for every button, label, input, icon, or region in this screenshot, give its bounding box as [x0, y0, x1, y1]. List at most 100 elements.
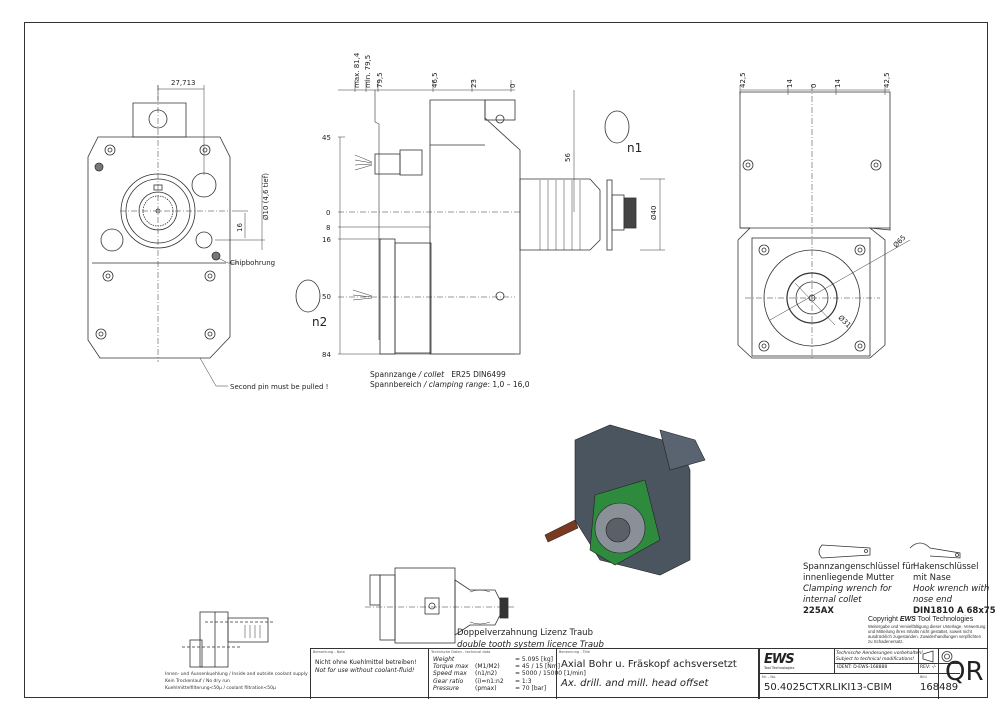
front-view-body: [87, 136, 231, 359]
dim-16-left: 16: [322, 236, 331, 244]
dim-23: 23: [470, 79, 478, 88]
dim-56: 56: [564, 153, 572, 162]
side-view-spindle: [519, 178, 601, 251]
dim-min-79-5: min. 79,5: [364, 55, 372, 88]
wrench-hook: Hakenschlüssel mit Nase Hook wrench with…: [913, 562, 996, 617]
dim-50: 50: [322, 293, 331, 301]
tech-data-table: Weight= 5.095 [kg] Torque max (M1/M2) = 45…: [433, 656, 586, 692]
side-view-body: [429, 99, 521, 355]
coolant-notes: Innen- und Aussenkuehlung / Inside and o…: [165, 671, 308, 692]
copyright-prefix: Copyright: [868, 616, 900, 623]
collet-de: Spannzange: [370, 370, 417, 379]
wrench-hook-en2: nose end: [913, 595, 952, 605]
tech-value: = 70 [bar]: [515, 684, 547, 692]
clamping-wrench-icon: [818, 544, 871, 559]
dim-0-right: 0: [810, 84, 818, 88]
dim-46-5: 46,5: [431, 72, 439, 88]
ews-logo-sub: Tool Technologies: [764, 666, 795, 670]
note-filtration: Kuehlmittelfilterung<50µ / coolant filtr…: [165, 686, 276, 691]
tech-unit: (pmax): [475, 684, 497, 692]
ews-logo: EWS: [764, 652, 795, 667]
part-number: 50.4025CTXRLIKI13-CBIM: [764, 682, 893, 693]
dim-79-5: 79,5: [376, 72, 384, 88]
dim-42-5-left: 42,5: [739, 72, 747, 88]
remark-de: Nicht ohne Kuehlmittel betreiben!: [315, 659, 417, 666]
tech-row: Speed max(n1/n2)= 5000 / 15000 [1/min]: [433, 670, 586, 677]
dim-d40: Ø40: [650, 206, 658, 220]
wrench-clamping: Spannzangenschlüssel für innenliegende M…: [803, 562, 914, 617]
ident-cell: EWS Tool Technologies Technische Aenderu…: [758, 649, 960, 699]
tech-row: Torque max (M1/M2) = 45 / 15 [Nm]: [433, 663, 586, 670]
clamping-range-sep: /: [421, 380, 429, 389]
collet-standard: ER25 DIN6499: [451, 370, 506, 379]
dim-45: 45: [322, 134, 331, 142]
number-header: Nr. - No.: [762, 675, 777, 679]
title-cell: Benennung - Title Axial Bohr u. Fräskopf…: [556, 649, 746, 699]
dim-8: 8: [326, 224, 330, 232]
tech-data-header: Technische Daten - technical data: [431, 650, 491, 654]
tech-unit: (i)=n1:n2: [475, 677, 504, 685]
projection-symbol-icon: [922, 650, 953, 663]
traub-en: double tooth system licence Traub: [457, 640, 604, 650]
remark-cell: Bemerkung - Note Nicht ohne Kuehlmittel …: [310, 649, 420, 699]
label-n2: n2: [312, 315, 327, 329]
change-note-en: Subject to technical modifications!: [836, 656, 915, 662]
label-n1: n1: [627, 141, 642, 155]
tech-unit: (M1/M2): [475, 663, 500, 671]
hook-wrench-icon: [909, 542, 961, 559]
wrench-clamping-en2: internal collet: [803, 595, 862, 605]
dim-d65: Ø65: [892, 234, 908, 250]
drawing-title-de: Axial Bohr u. Fräskopf achsversetzt: [561, 659, 737, 670]
tech-row: Pressure (pmax) = 70 [bar]: [433, 685, 586, 692]
drawing-number: 168489: [920, 682, 959, 693]
tech-row: Gear ratio(i)=n1:n2= 1:3: [433, 678, 586, 685]
collet-en: collet: [423, 370, 445, 379]
tech-label: Pressure: [433, 684, 459, 692]
copyright-text: Weitergabe und Vervielfältigung dieser U…: [868, 624, 986, 644]
qr-cell: QR: [938, 649, 988, 699]
dim-42-5-right: 42,5: [883, 72, 891, 88]
wrench-clamping-de1: Spannzangenschlüssel für: [803, 562, 915, 572]
remark-header: Bemerkung - Note: [313, 650, 345, 654]
drawing-sheet-border: [24, 22, 988, 698]
callout-second-pin: Second pin must be pulled !: [230, 383, 328, 391]
wrench-hook-code: DIN1810 A 68x75: [913, 606, 996, 616]
change-note-de: Technische Aenderungen vorbehalten!: [836, 651, 923, 656]
dim-16: 16: [236, 223, 244, 232]
dim-0-top: 0: [509, 84, 517, 88]
tech-label: Torque max: [433, 663, 469, 671]
right-view-body: [737, 91, 891, 359]
tech-data-cell: Technische Daten - technical data Weight…: [428, 649, 586, 699]
ident-number: IDENT: D-EWS-168888: [837, 665, 888, 670]
front-view-lug: [132, 102, 187, 138]
rotation-n1-icon: [604, 110, 630, 144]
wrench-clamping-de2: innenliegende Mutter: [803, 573, 895, 583]
tech-value: = 45 / 15 [Nm]: [515, 663, 560, 671]
tech-row: Weight= 5.095 [kg]: [433, 656, 586, 663]
note-coolant-supply: Innen- und Aussenkuehlung / Inside and o…: [165, 672, 308, 677]
rotation-n2-icon: [295, 279, 321, 313]
tech-value: = 5.095 [kg]: [515, 656, 553, 663]
front-view-chip-bore: [195, 231, 213, 249]
qr-label: QR: [945, 657, 984, 687]
dim-84: 84: [322, 351, 331, 359]
drawing-number-header: Bild: [920, 675, 927, 679]
collet-sep: /: [416, 370, 424, 379]
dim-0-left: 0: [326, 209, 330, 217]
wrench-hook-de2: mit Nase: [913, 573, 951, 583]
bottom-side-view: [365, 567, 515, 644]
drawing-title-en: Ax. drill. and mill. head offset: [561, 678, 709, 689]
dim-max-81-4: max. 81,4: [353, 52, 361, 88]
collet-spec: Spannzange / collet ER25 DIN6499: [370, 370, 506, 379]
remark-en: Not for use without coolant-fluid!: [315, 667, 415, 674]
revision: REV: -/-: [920, 665, 937, 670]
traub-de: Doppelverzahnung Lizenz Traub: [457, 628, 593, 638]
render-3d: [544, 424, 706, 576]
wrench-clamping-en1: Clamping wrench for: [803, 584, 892, 594]
copyright-title: Copyright EWS Tool Technologies: [868, 616, 973, 623]
copyright-brand: EWS: [899, 616, 916, 623]
wrench-hook-en1: Hook wrench with: [913, 584, 990, 594]
dim-27-713: 27,713: [171, 79, 196, 87]
wrench-hook-de1: Hakenschlüssel: [913, 562, 979, 572]
side-view-flange: [379, 238, 396, 355]
